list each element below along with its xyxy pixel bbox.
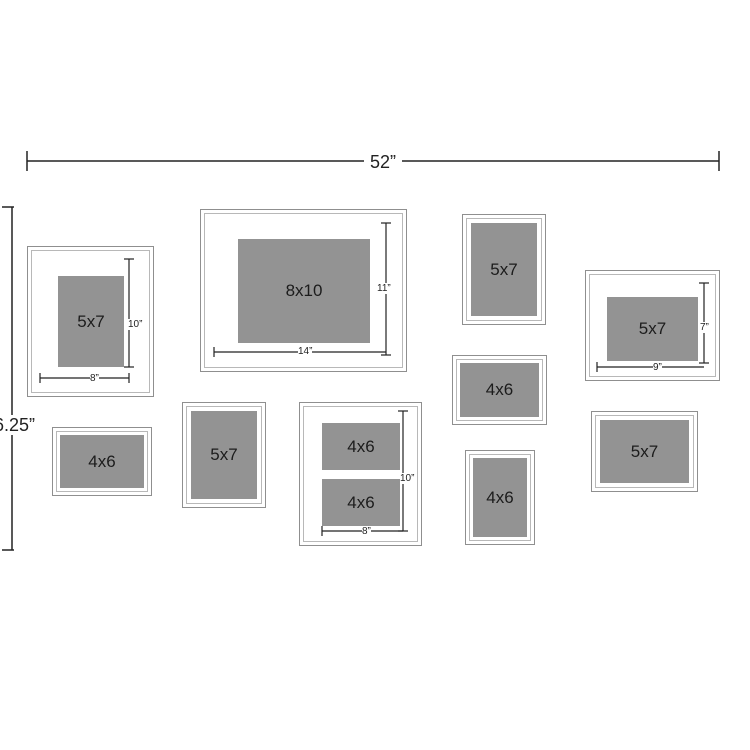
photo-opening: 4x6 [473, 458, 527, 537]
photo-size-label: 5x7 [630, 441, 659, 461]
frame-5x7-mid-left: 5x7 [182, 402, 266, 508]
photo-opening-top: 4x6 [322, 423, 400, 470]
photo-opening: 8x10 [238, 239, 370, 343]
frame-5x7-matted-left: 5x7 10” 8” [27, 246, 154, 397]
height-dimension-label: 11” [377, 283, 391, 294]
photo-opening: 5x7 [600, 420, 689, 483]
photo-size-label: 4x6 [347, 492, 375, 512]
height-dimension-label: 10” [400, 473, 415, 484]
photo-opening: 5x7 [471, 223, 537, 316]
frame-5x7-top: 5x7 [462, 214, 546, 325]
photo-opening: 4x6 [460, 363, 539, 417]
height-dimension-label: 10” [128, 319, 143, 330]
photo-size-label: 5x7 [490, 259, 518, 279]
photo-size-label: 4x6 [486, 487, 514, 507]
photo-opening: 5x7 [191, 411, 257, 499]
height-dimension-label: 7” [700, 322, 709, 333]
frame-double-4x6: 4x6 4x6 10” 8” [299, 402, 422, 546]
photo-size-label: 4x6 [485, 380, 514, 399]
frame-4x6-lower: 4x6 [465, 450, 535, 545]
photo-opening-bottom: 4x6 [322, 479, 400, 526]
overall-width-label: 52” [364, 152, 403, 172]
frame-4x6-mid: 4x6 [452, 355, 547, 425]
frame-5x7-bottom-right: 5x7 [591, 411, 698, 492]
overall-height-label: 6.25” [0, 415, 38, 435]
width-dimension-label: 14” [298, 346, 313, 357]
frame-4x6-left: 4x6 [52, 427, 152, 496]
photo-opening: 4x6 [60, 435, 144, 488]
frame-8x10-matted: 8x10 11” 14” [200, 209, 407, 372]
photo-opening: 5x7 [58, 276, 124, 367]
photo-size-label: 5x7 [210, 445, 238, 464]
photo-size-label: 4x6 [88, 451, 116, 471]
photo-size-label: 5x7 [638, 319, 667, 338]
frame-5x7-matted-right: 5x7 7” 9” [585, 270, 720, 381]
frame-dimension-lines [39, 258, 134, 383]
photo-size-label: 4x6 [347, 436, 375, 456]
width-dimension-label: 8” [90, 373, 99, 384]
photo-size-label: 8x10 [285, 281, 323, 300]
frame-dimension-lines [321, 410, 408, 536]
width-dimension-label: 9” [653, 362, 662, 373]
width-dimension-label: 8” [362, 526, 371, 537]
photo-opening: 5x7 [607, 297, 698, 361]
photo-size-label: 5x7 [77, 311, 105, 331]
